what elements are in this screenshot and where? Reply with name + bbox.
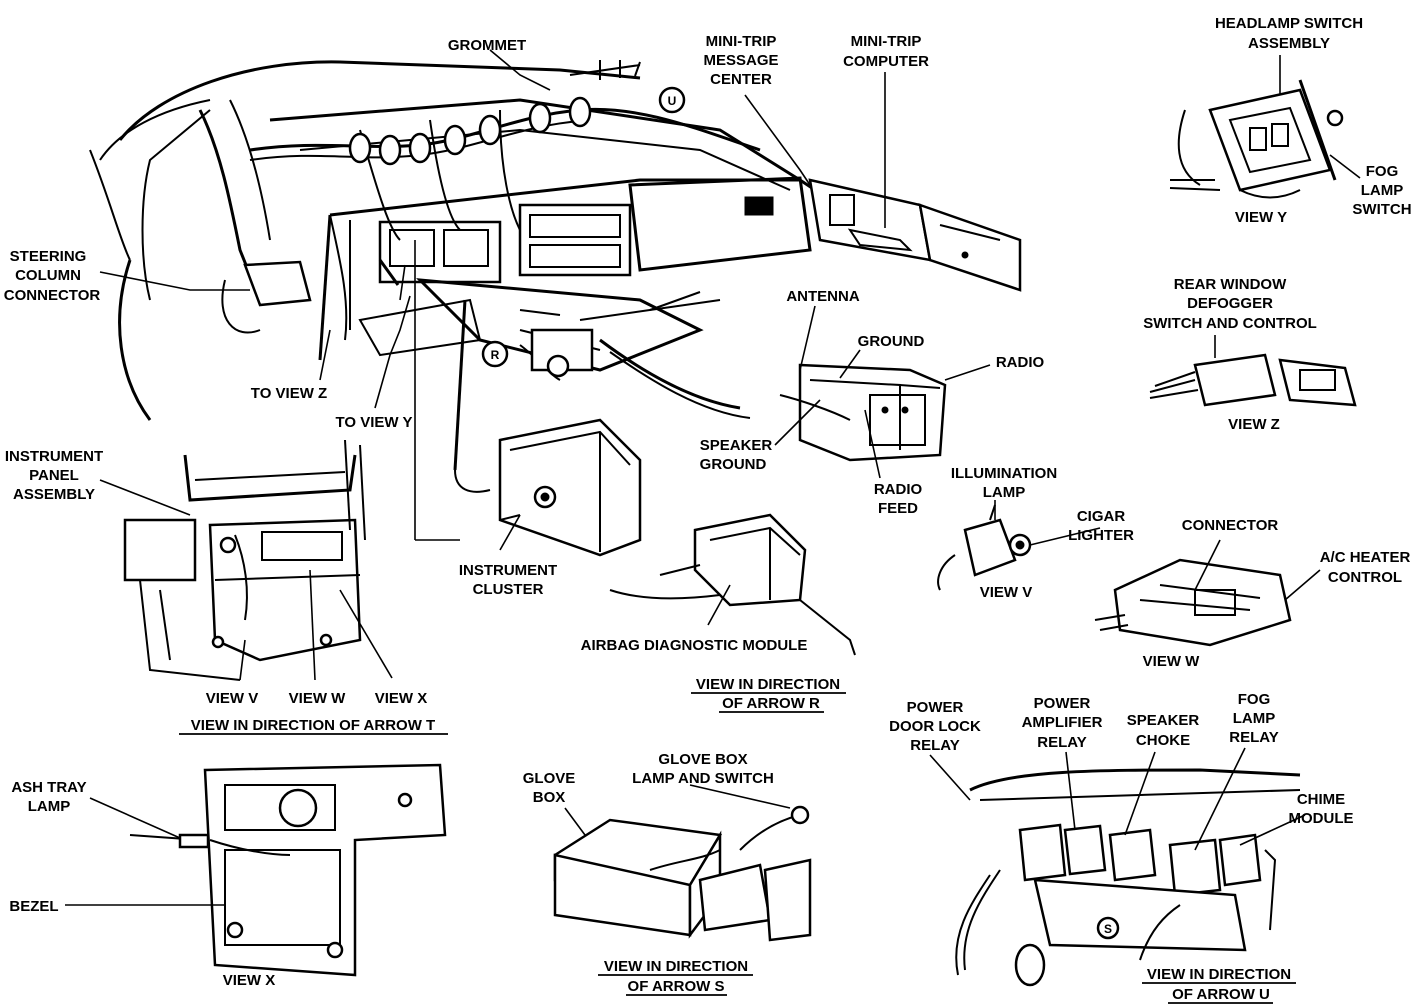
harness-clips bbox=[348, 96, 592, 166]
label-minitrip-computer: MINI-TRIP bbox=[851, 33, 922, 50]
label-fog-lamp-relay: FOG bbox=[1238, 691, 1271, 708]
label-rear-window-defogger: REAR WINDOW bbox=[1174, 276, 1287, 293]
label-glove-box-lamp-switch: GLOVE BOX bbox=[658, 751, 747, 768]
arrow-r-marker bbox=[481, 340, 509, 368]
svg-text:CONNECTOR: CONNECTOR bbox=[4, 287, 101, 304]
svg-text:DOOR LOCK: DOOR LOCK bbox=[889, 718, 981, 735]
caption-arrow-r: VIEW IN DIRECTION bbox=[696, 676, 840, 693]
label-antenna: ANTENNA bbox=[786, 288, 859, 305]
svg-text:RELAY: RELAY bbox=[1229, 729, 1278, 746]
svg-text:RELAY: RELAY bbox=[1037, 734, 1086, 751]
airbag-module-drawing bbox=[609, 513, 856, 656]
svg-text:CHOKE: CHOKE bbox=[1136, 732, 1190, 749]
label-view-w: VIEW W bbox=[289, 690, 347, 707]
defogger-switch-drawing bbox=[1149, 353, 1357, 407]
label-view-y: VIEW Y bbox=[1235, 209, 1287, 226]
caption-arrow-t: VIEW IN DIRECTION OF ARROW T bbox=[191, 717, 435, 734]
leader-lines bbox=[65, 49, 1361, 906]
svg-text:COLUMN: COLUMN bbox=[15, 267, 81, 284]
svg-text:LIGHTER: LIGHTER bbox=[1068, 527, 1134, 544]
caption-arrow-s: VIEW IN DIRECTION bbox=[604, 958, 748, 975]
label-speaker-ground: SPEAKER bbox=[700, 437, 773, 454]
label-radio-feed: RADIO bbox=[874, 481, 923, 498]
label-ground: GROUND bbox=[858, 333, 925, 350]
label-view-v: VIEW V bbox=[206, 690, 259, 707]
svg-text:DEFOGGER: DEFOGGER bbox=[1187, 295, 1273, 312]
svg-text:RELAY: RELAY bbox=[910, 737, 959, 754]
svg-text:MODULE: MODULE bbox=[1289, 810, 1354, 827]
svg-text:CLUSTER: CLUSTER bbox=[473, 581, 544, 598]
svg-text:S: S bbox=[1104, 922, 1112, 936]
svg-text:OF ARROW R: OF ARROW R bbox=[722, 695, 820, 712]
arrow-u-marker bbox=[658, 86, 686, 114]
svg-text:FEED: FEED bbox=[878, 500, 918, 517]
label-view-w-small: VIEW W bbox=[1143, 653, 1201, 670]
svg-text:LAMP: LAMP bbox=[1233, 710, 1276, 727]
arrow-t-marker bbox=[378, 259, 400, 286]
callout-labels: GROMMET MINI-TRIP MESSAGE CENTER MINI-TR… bbox=[4, 15, 1412, 1004]
svg-text:ASSEMBLY: ASSEMBLY bbox=[1248, 35, 1330, 52]
label-bezel: BEZEL bbox=[9, 898, 58, 915]
instrument-cluster-drawing bbox=[498, 418, 642, 557]
svg-text:LAMP: LAMP bbox=[1361, 182, 1404, 199]
svg-text:CENTER: CENTER bbox=[710, 71, 772, 88]
svg-text:PANEL: PANEL bbox=[29, 467, 79, 484]
caption-arrow-u: VIEW IN DIRECTION bbox=[1147, 966, 1291, 983]
instrument-panel-drawing bbox=[123, 439, 366, 681]
label-view-x-panel: VIEW X bbox=[375, 690, 428, 707]
svg-text:BOX: BOX bbox=[533, 789, 566, 806]
label-to-view-y: TO VIEW Y bbox=[336, 414, 413, 431]
label-instrument-panel-assembly: INSTRUMENT bbox=[5, 448, 103, 465]
label-ash-tray-lamp: ASH TRAY bbox=[11, 779, 86, 796]
label-view-z: VIEW Z bbox=[1228, 416, 1280, 433]
label-airbag-diagnostic-module: AIRBAG DIAGNOSTIC MODULE bbox=[581, 637, 808, 654]
label-headlamp-switch: HEADLAMP SWITCH bbox=[1215, 15, 1363, 32]
main-dashboard-drawing: R U bbox=[89, 60, 1022, 493]
ac-heater-drawing bbox=[1094, 558, 1292, 647]
radio-drawing bbox=[779, 363, 947, 462]
svg-text:GROUND: GROUND bbox=[700, 456, 767, 473]
svg-text:CONTROL: CONTROL bbox=[1328, 569, 1402, 586]
svg-text:LAMP AND SWITCH: LAMP AND SWITCH bbox=[632, 770, 774, 787]
label-chime-module: CHIME bbox=[1297, 791, 1345, 808]
label-power-amplifier-relay: POWER bbox=[1034, 695, 1091, 712]
label-steering-column-connector: STEERING bbox=[10, 248, 87, 265]
svg-text:OF ARROW S: OF ARROW S bbox=[628, 978, 725, 995]
svg-text:LAMP: LAMP bbox=[28, 798, 71, 815]
ash-tray-bezel-drawing bbox=[129, 763, 447, 977]
label-illumination-lamp: ILLUMINATION bbox=[951, 465, 1057, 482]
label-radio: RADIO bbox=[996, 354, 1045, 371]
label-instrument-cluster: INSTRUMENT bbox=[459, 562, 557, 579]
label-cigar-lighter: CIGAR bbox=[1077, 508, 1126, 525]
svg-text:OF ARROW U: OF ARROW U bbox=[1172, 986, 1270, 1003]
glove-box-drawing bbox=[553, 805, 812, 942]
svg-text:SWITCH: SWITCH bbox=[1352, 201, 1411, 218]
label-speaker-choke: SPEAKER bbox=[1127, 712, 1200, 729]
label-ac-heater-control: A/C HEATER bbox=[1320, 549, 1411, 566]
cigar-lighter-drawing bbox=[937, 504, 1032, 591]
svg-text:ASSEMBLY: ASSEMBLY bbox=[13, 486, 95, 503]
label-glove-box: GLOVE bbox=[523, 770, 576, 787]
svg-text:U: U bbox=[668, 94, 677, 108]
headlamp-switch-drawing bbox=[1169, 79, 1344, 199]
label-connector: CONNECTOR bbox=[1182, 517, 1279, 534]
label-minitrip-message-center: MINI-TRIP bbox=[706, 33, 777, 50]
relay-block-drawing: S bbox=[955, 768, 1301, 987]
svg-text:COMPUTER: COMPUTER bbox=[843, 53, 929, 70]
svg-text:LAMP: LAMP bbox=[983, 484, 1026, 501]
svg-text:SWITCH AND CONTROL: SWITCH AND CONTROL bbox=[1143, 315, 1317, 332]
label-grommet: GROMMET bbox=[448, 37, 526, 54]
svg-text:R: R bbox=[491, 348, 500, 362]
svg-text:AMPLIFIER: AMPLIFIER bbox=[1022, 714, 1103, 731]
label-to-view-z: TO VIEW Z bbox=[251, 385, 327, 402]
label-fog-lamp-switch: FOG bbox=[1366, 163, 1399, 180]
label-power-door-lock-relay: POWER bbox=[907, 699, 964, 716]
label-view-v-small: VIEW V bbox=[980, 584, 1033, 601]
svg-text:MESSAGE: MESSAGE bbox=[703, 52, 778, 69]
label-view-x: VIEW X bbox=[223, 972, 276, 989]
